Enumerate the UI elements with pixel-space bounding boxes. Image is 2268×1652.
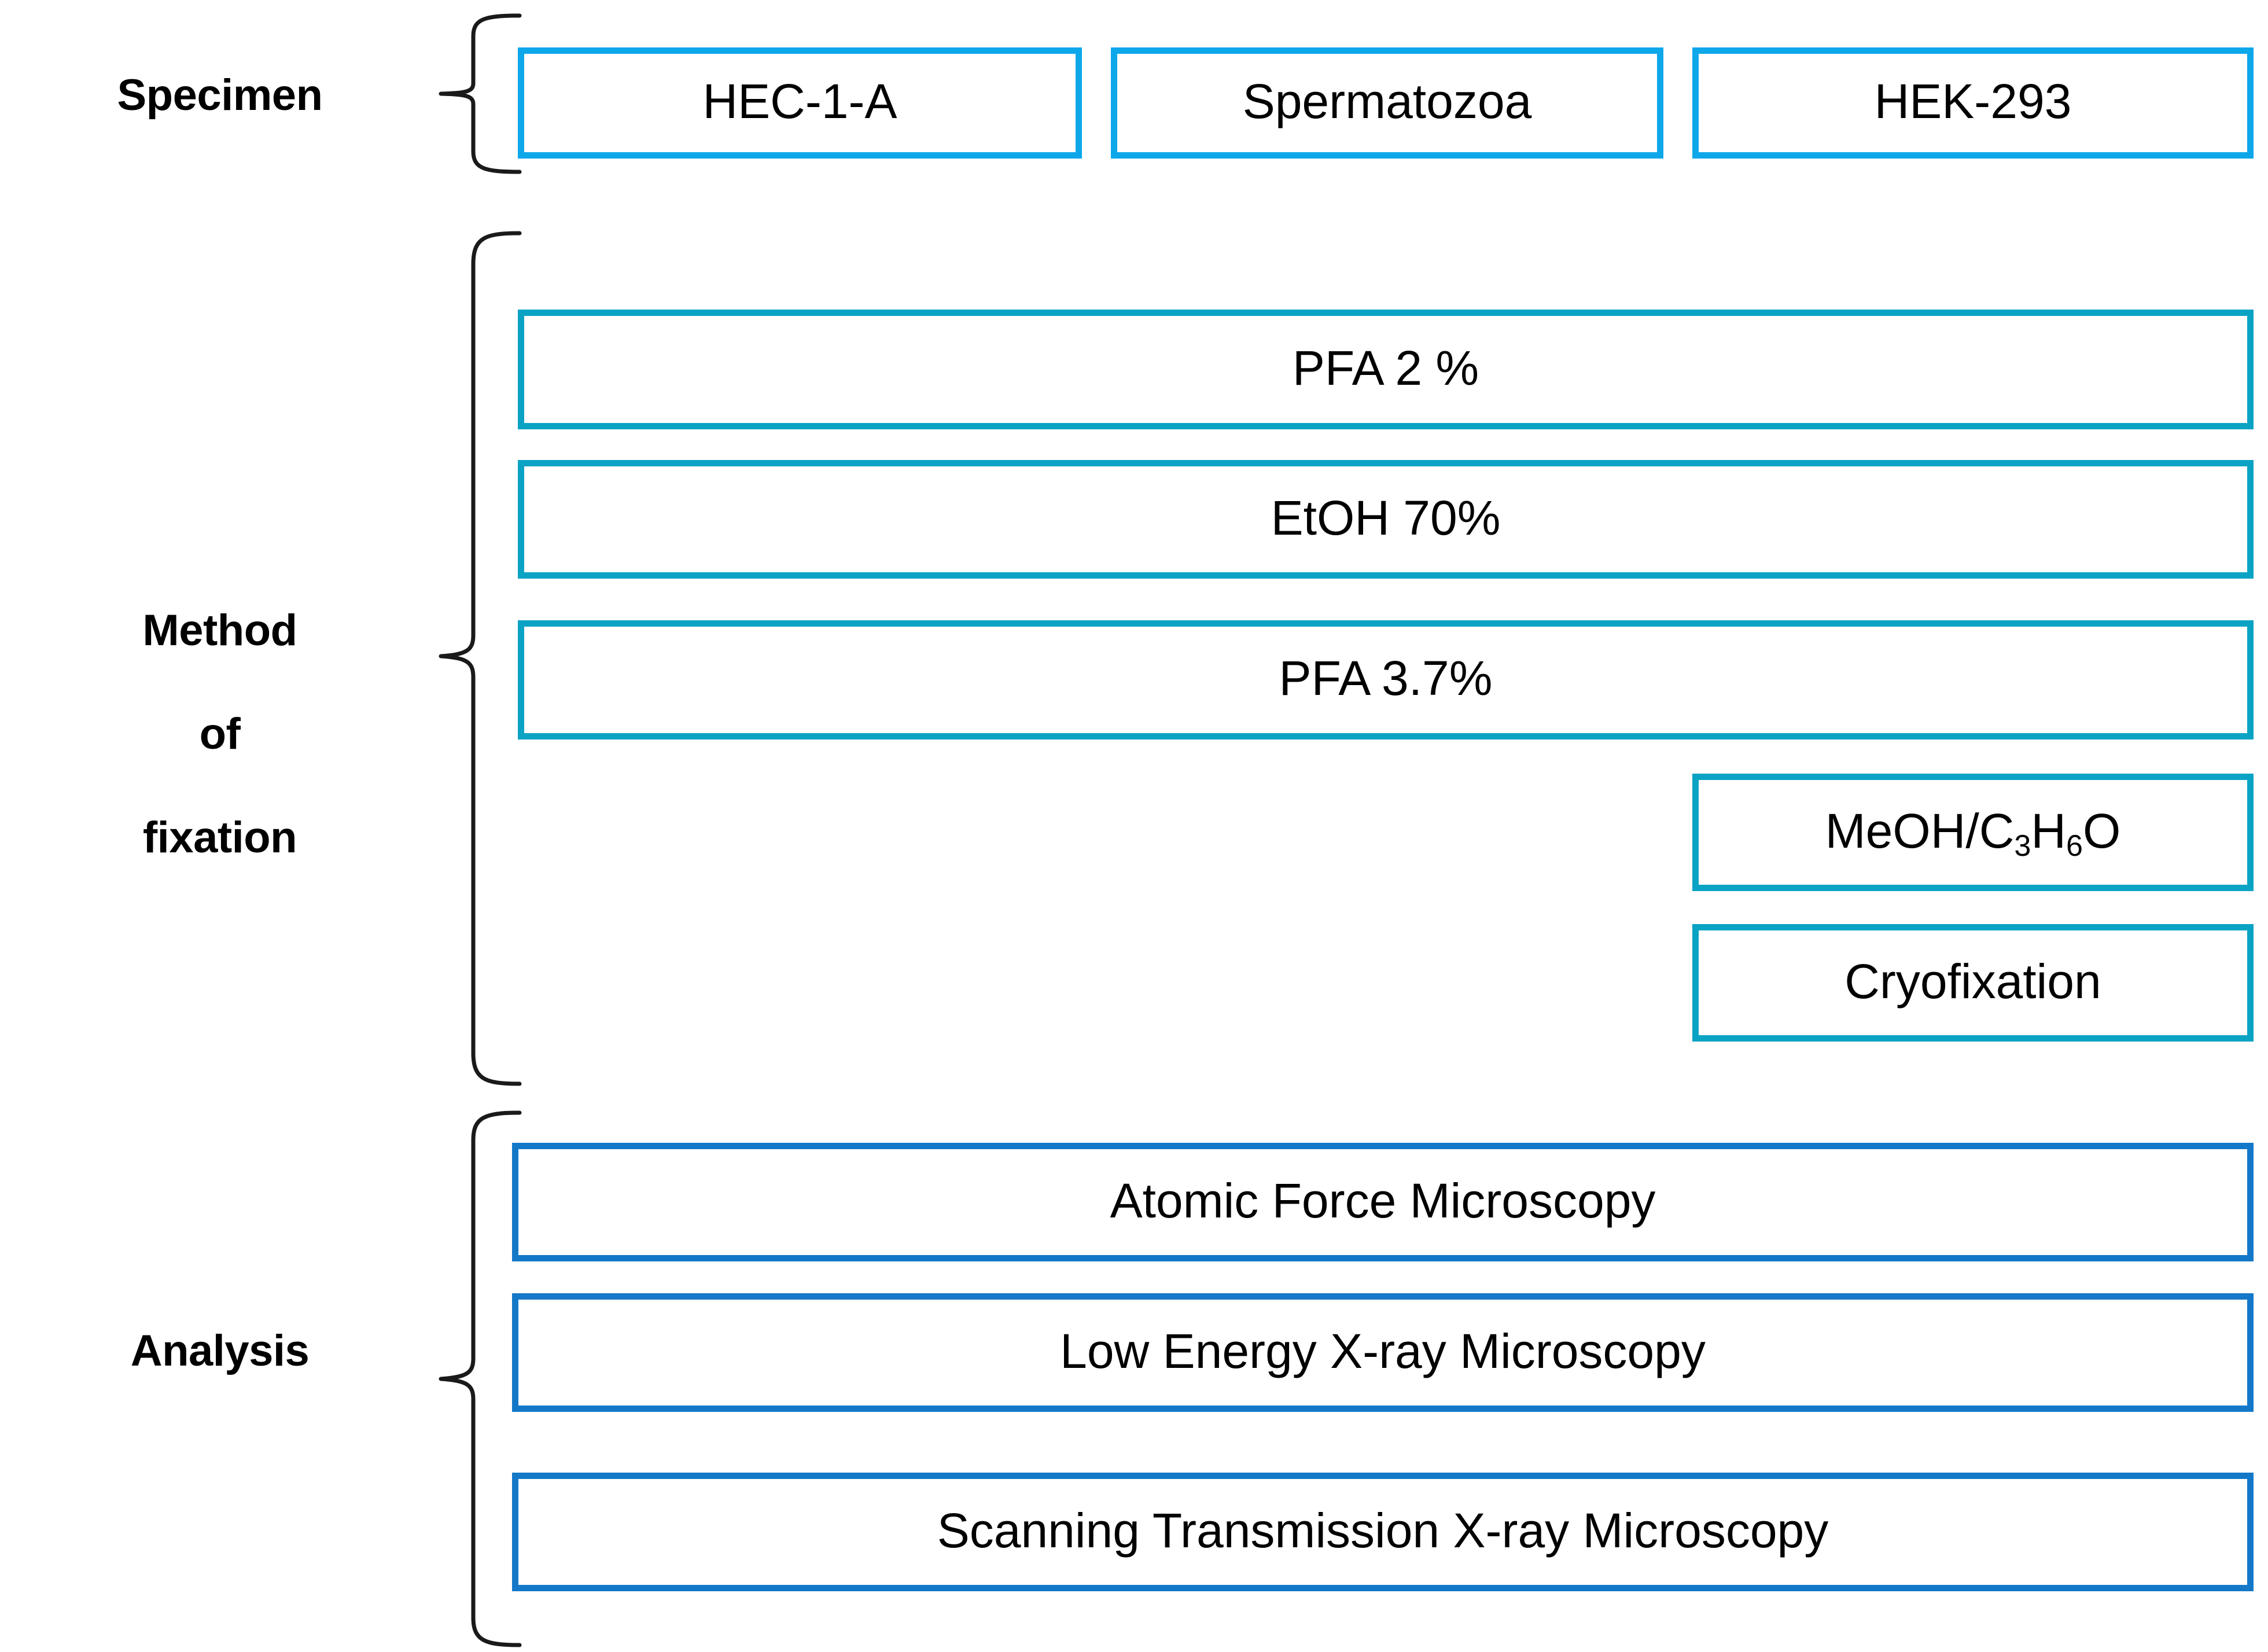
- analysis-box-atomic-force-microscopy[interactable]: Atomic Force Microscopy: [512, 1143, 2254, 1261]
- method-box-pfa-2[interactable]: PFA 2 %: [518, 310, 2254, 429]
- method-box-etoh-70[interactable]: EtOH 70%: [518, 460, 2254, 579]
- method-box-4-label: MeOH/C3H6O: [1825, 803, 2121, 862]
- section-label-analysis: Analysis: [130, 1326, 310, 1375]
- analysis-box-scanning-transmission-xray-microscopy[interactable]: Scanning Transmission X-ray Microscopy: [512, 1473, 2254, 1591]
- method-box-cryofixation[interactable]: Cryofixation: [1692, 924, 2254, 1042]
- specimen-box-hec-1-a[interactable]: HEC-1-A: [518, 47, 1082, 159]
- method-box-3-label: PFA 3.7%: [1279, 651, 1493, 705]
- method-box-4-mid: H: [2031, 803, 2067, 858]
- analysis-box-1-label: Atomic Force Microscopy: [1110, 1173, 1656, 1228]
- specimen-box-hek-293[interactable]: HEK-293: [1692, 47, 2254, 159]
- specimen-box-2-label: Spermatozoa: [1242, 74, 1532, 128]
- specimen-box-spermatozoa[interactable]: Spermatozoa: [1111, 47, 1663, 159]
- method-label-line-2: of: [199, 709, 241, 759]
- analysis-box-3-label: Scanning Transmission X-ray Microscopy: [937, 1503, 1829, 1558]
- brace-analysis: [439, 1110, 522, 1648]
- analysis-box-2-label: Low Energy X-ray Microscopy: [1060, 1323, 1706, 1378]
- method-box-4-prefix: MeOH/C: [1825, 803, 2015, 858]
- section-label-method-of-fixation: Method of fixation: [0, 553, 440, 916]
- method-label-line-3: fixation: [142, 813, 297, 863]
- method-box-meoh-acetone[interactable]: MeOH/C3H6O: [1692, 774, 2254, 891]
- section-label-specimen: Specimen: [117, 71, 323, 120]
- method-box-4-subscript-2: 6: [2066, 829, 2083, 863]
- brace-method: [439, 230, 522, 1087]
- method-box-1-label: PFA 2 %: [1292, 340, 1479, 395]
- method-label-line-1: Method: [142, 605, 297, 655]
- method-box-4-suffix: O: [2082, 803, 2121, 858]
- analysis-box-low-energy-xray-microscopy[interactable]: Low Energy X-ray Microscopy: [512, 1293, 2254, 1412]
- specimen-box-3-label: HEK-293: [1874, 74, 2072, 128]
- method-box-2-label: EtOH 70%: [1271, 490, 1501, 545]
- method-box-4-subscript-1: 3: [2014, 829, 2031, 863]
- method-box-5-label: Cryofixation: [1844, 954, 2101, 1009]
- method-box-pfa-37[interactable]: PFA 3.7%: [518, 620, 2254, 739]
- specimen-box-1-label: HEC-1-A: [702, 74, 897, 128]
- brace-specimen: [439, 13, 522, 175]
